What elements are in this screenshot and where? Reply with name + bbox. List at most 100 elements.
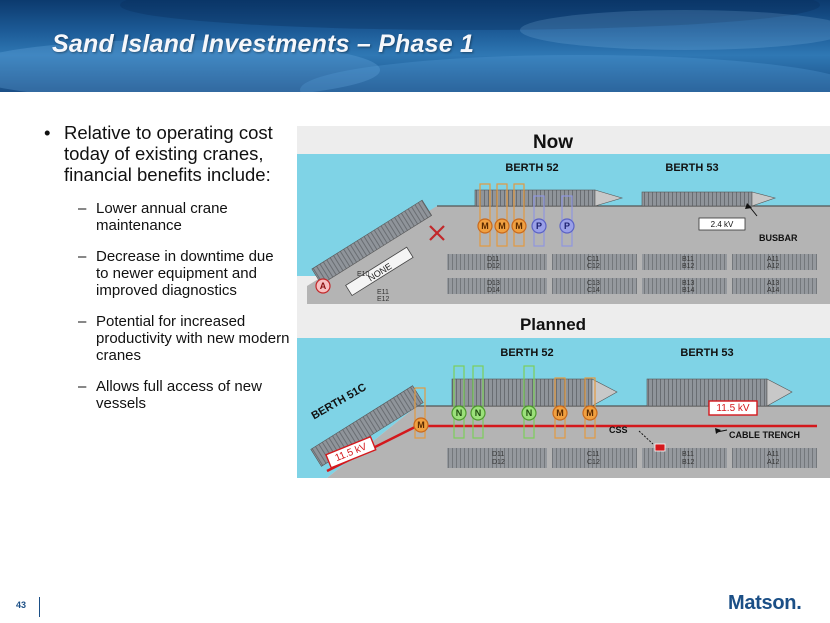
crane-m-icon — [477, 218, 493, 234]
crane-n-icon — [521, 405, 537, 421]
crane-m-icon — [511, 218, 527, 234]
block-label: D12 — [487, 263, 500, 270]
sub-bullet-text: Allows full access of new vessels — [96, 378, 262, 412]
now-ship-berth53 — [641, 191, 753, 207]
crane-label: N — [456, 408, 463, 418]
busbar-label: BUSBAR — [759, 233, 798, 243]
sub-bullet: –Lower annual crane maintenance — [78, 200, 228, 234]
crane-n-icon — [470, 405, 486, 421]
crane-label: M — [586, 408, 594, 418]
now-block — [447, 278, 547, 294]
css-label: CSS — [609, 425, 628, 435]
now-block — [642, 254, 727, 270]
now-voltage-box — [698, 217, 746, 231]
sub-bullet: –Allows full access of new vessels — [78, 378, 262, 412]
block-label: B11 — [682, 256, 694, 263]
css-marker-icon — [654, 443, 666, 452]
block-label: C12 — [587, 459, 600, 466]
sub-bullet-text: Potential for increased productivity wit… — [96, 313, 290, 364]
sub-bullet-list: –Lower annual crane maintenance –Decreas… — [78, 200, 290, 412]
bullet-list: • Relative to operating cost today of ex… — [40, 122, 290, 426]
sub-bullet-text: Lower annual crane maintenance — [96, 200, 228, 234]
berth-code-label: E10 — [357, 271, 370, 278]
now-berth-53: BERTH 53 — [665, 162, 718, 174]
bullet-dot: • — [44, 122, 51, 143]
planned-block — [552, 448, 637, 468]
now-block — [552, 254, 637, 270]
sub-bullet: –Decrease in downtime due to newer equip… — [78, 248, 274, 299]
now-voltage-label: 2.4 kV — [711, 220, 734, 229]
planned-ship-berth52 — [451, 378, 593, 407]
block-label: A11 — [767, 451, 779, 458]
block-label: B14 — [682, 287, 695, 294]
block-label: A14 — [767, 287, 780, 294]
block-label: C14 — [587, 287, 600, 294]
now-berth-52: BERTH 52 — [505, 162, 558, 174]
planned-berth-52: BERTH 52 — [500, 347, 553, 359]
block-label: B11 — [682, 451, 694, 458]
now-block — [552, 278, 637, 294]
matson-logo: Matson. — [728, 592, 802, 614]
removed-crane-icon — [429, 225, 445, 241]
main-bullet-text: Relative to operating cost today of exis… — [64, 122, 273, 185]
crane-m-icon — [494, 218, 510, 234]
planned-voltage-label-right: 11.5 kV — [716, 403, 749, 414]
crane-m-icon — [582, 405, 598, 421]
crane-label: N — [526, 408, 533, 418]
planned-block — [732, 448, 817, 468]
page-number: 43 — [16, 600, 27, 610]
now-block — [447, 254, 547, 270]
planned-block — [642, 448, 727, 468]
wave-decoration — [300, 55, 830, 92]
crane-m-icon — [552, 405, 568, 421]
block-label: D14 — [487, 287, 500, 294]
now-ship-berth52 — [474, 189, 596, 207]
crane-p-icon — [559, 218, 575, 234]
crane-p-icon — [531, 218, 547, 234]
crane-label: P — [564, 221, 570, 231]
slide-title: Sand Island Investments – Phase 1 — [52, 30, 475, 58]
now-none-box — [345, 246, 414, 297]
block-label: D12 — [492, 459, 505, 466]
now-block — [732, 254, 817, 270]
block-label: C12 — [587, 263, 600, 270]
sub-bullet: –Potential for increased productivity wi… — [78, 313, 290, 364]
block-label: B12 — [682, 459, 695, 466]
crane-label: M — [417, 420, 425, 430]
now-heading: Now — [533, 132, 573, 153]
crane-n-icon — [451, 405, 467, 421]
header-banner: Sand Island Investments – Phase 1 — [0, 0, 830, 92]
planned-voltage-box-right — [708, 400, 758, 416]
crane-label: M — [515, 221, 523, 231]
wave-decoration — [520, 10, 830, 50]
sub-bullet-text: Decrease in downtime due to newer equipm… — [96, 248, 274, 299]
planned-block — [447, 448, 547, 468]
block-label: D11 — [487, 256, 499, 263]
berth-diagram-svg: NONE D11 D12 C11 C12 B11 B12 A11 A12 D13… — [297, 126, 830, 478]
crane-label: P — [536, 221, 542, 231]
block-label: A12 — [767, 459, 780, 466]
now-ship-left — [311, 199, 433, 285]
block-label: A11 — [767, 256, 779, 263]
planned-ship-left — [310, 385, 424, 467]
berth-diagram: NONE D11 D12 C11 C12 B11 B12 A11 A12 D13… — [297, 126, 830, 478]
crane-a-icon — [315, 278, 331, 294]
crane-label: M — [498, 221, 506, 231]
block-label: D11 — [492, 451, 504, 458]
block-label: B12 — [682, 263, 695, 270]
block-label: C13 — [587, 280, 600, 287]
planned-heading: Planned — [520, 315, 586, 334]
block-label: A13 — [767, 280, 780, 287]
crane-label: M — [556, 408, 564, 418]
block-label: C11 — [587, 256, 599, 263]
main-bullet: • Relative to operating cost today of ex… — [40, 122, 290, 185]
block-label: E12 — [377, 296, 390, 303]
planned-voltage-box-left — [325, 435, 377, 469]
now-block — [732, 278, 817, 294]
crane-m-icon — [413, 417, 429, 433]
block-label: B13 — [682, 280, 695, 287]
planned-berth-53: BERTH 53 — [680, 347, 733, 359]
wave-decoration — [0, 40, 380, 92]
block-label: D13 — [487, 280, 500, 287]
block-label: C11 — [587, 451, 599, 458]
